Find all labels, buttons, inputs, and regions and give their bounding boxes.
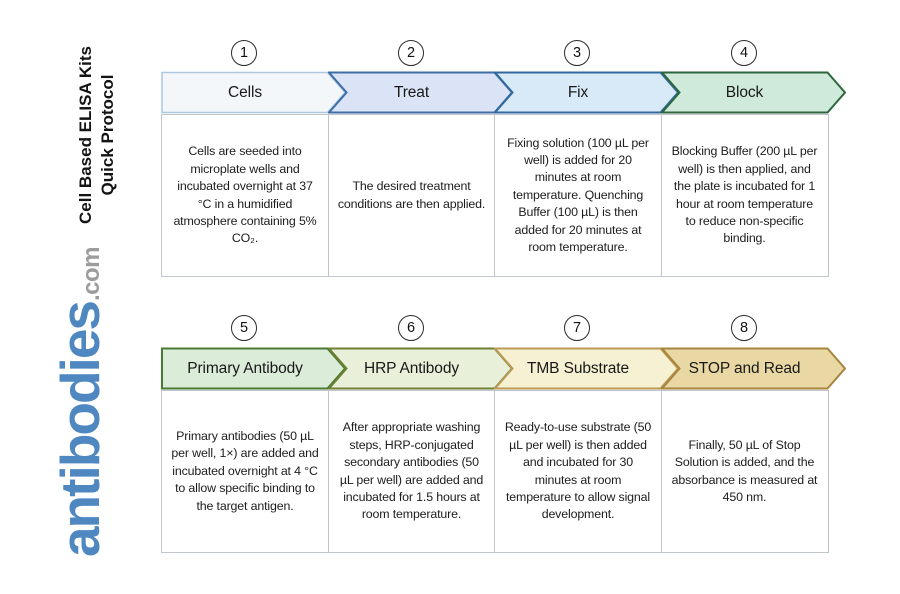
page-title-line1: Cell Based ELISA Kits bbox=[76, 46, 95, 224]
step-number-badge-6: 6 bbox=[398, 315, 424, 341]
step-description-treat: The desired treatment conditions are the… bbox=[327, 114, 496, 277]
step-number-badge-3: 3 bbox=[564, 40, 590, 66]
step-label: HRP Antibody bbox=[363, 359, 460, 377]
step-label: Fix bbox=[567, 83, 589, 101]
brand-logo-text: antibodies .com bbox=[48, 243, 142, 561]
step-description-cells: Cells are seeded into microplate wells a… bbox=[161, 114, 329, 277]
step-arrow-primary-antibody: Primary Antibody bbox=[161, 347, 346, 390]
brand-logo-word: antibodies bbox=[49, 302, 111, 558]
step-label: TMB Substrate bbox=[526, 359, 630, 377]
brand-logo: antibodies .com bbox=[48, 243, 142, 561]
step-description-fix: Fixing solution (100 µL per well) is add… bbox=[494, 114, 662, 277]
step-arrow-hrp-antibody: HRP Antibody bbox=[327, 347, 513, 390]
step-label: Primary Antibody bbox=[187, 359, 303, 377]
step-number-badge-2: 2 bbox=[398, 40, 424, 66]
step-description-hrp-antibody: After appropriate washing steps, HRP-con… bbox=[327, 390, 496, 553]
step-number-badge-8: 8 bbox=[731, 315, 757, 341]
step-arrow-block: Block bbox=[660, 71, 846, 114]
arrow-shape bbox=[660, 71, 846, 114]
page-title: Cell Based ELISA Kits Quick Protocol bbox=[75, 36, 123, 234]
step-number-badge-5: 5 bbox=[231, 315, 257, 341]
step-arrow-cells: Cells bbox=[161, 71, 346, 114]
step-arrow-treat: Treat bbox=[327, 71, 513, 114]
arrow-shape bbox=[660, 347, 846, 390]
step-arrow-tmb-substrate: TMB Substrate bbox=[494, 347, 679, 390]
step-number-badge-7: 7 bbox=[564, 315, 590, 341]
step-number-badge-1: 1 bbox=[231, 40, 257, 66]
step-arrow-fix: Fix bbox=[494, 71, 679, 114]
step-description-block: Blocking Buffer (200 µL per well) is the… bbox=[660, 114, 829, 277]
step-number-badge-4: 4 bbox=[731, 40, 757, 66]
step-description-tmb-substrate: Ready-to-use substrate (50 µL per well) … bbox=[494, 390, 662, 553]
brand-logo-suffix: .com bbox=[78, 246, 105, 301]
step-label: Treat bbox=[393, 83, 430, 101]
step-description-primary-antibody: Primary antibodies (50 µL per well, 1×) … bbox=[161, 390, 329, 553]
page-title-line2: Quick Protocol bbox=[98, 74, 118, 196]
step-label: Block bbox=[725, 83, 764, 101]
page-title-text: Cell Based ELISA Kits Quick Protocol bbox=[75, 36, 123, 234]
step-label: Cells bbox=[228, 83, 262, 101]
step-label: STOP and Read bbox=[688, 359, 801, 377]
step-arrow-stop-and-read: STOP and Read bbox=[660, 347, 846, 390]
step-description-stop-and-read: Finally, 50 µL of Stop Solution is added… bbox=[660, 390, 829, 553]
